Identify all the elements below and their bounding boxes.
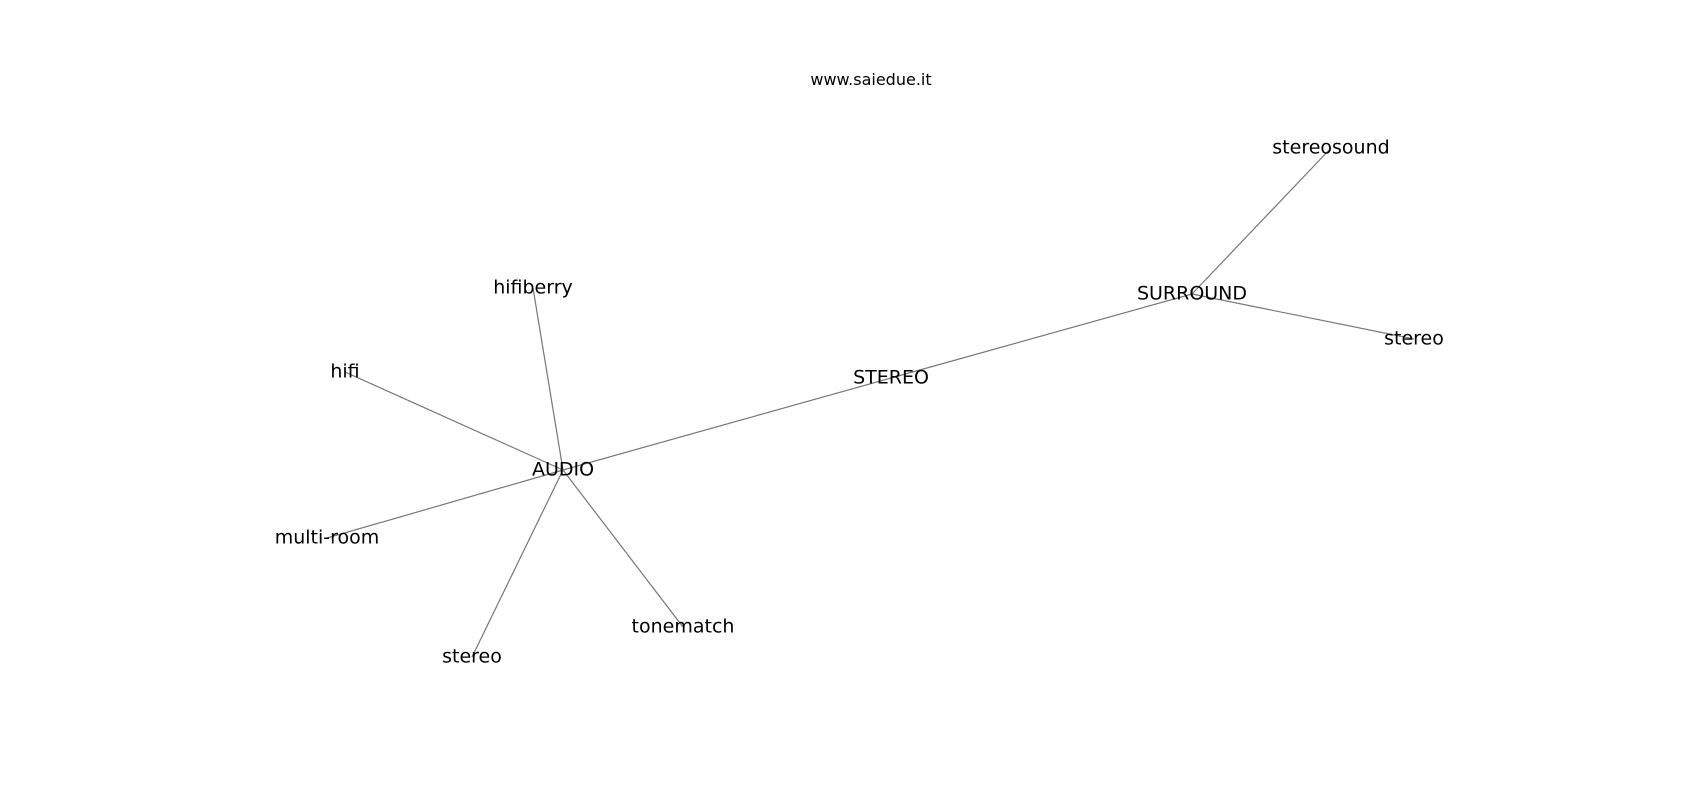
node-label-surround: SURROUND — [1137, 283, 1247, 305]
edge-audio-tonematch — [562, 469, 684, 628]
edge-stereo_hub-surround — [890, 293, 1193, 379]
node-label-tonematch: tonematch — [632, 616, 735, 638]
node-label-hifiberry: hifiberry — [493, 277, 573, 299]
node-label-hifi: hifi — [330, 361, 359, 383]
node-label-multi-room: multi-room — [275, 527, 380, 549]
nodes-group: AUDIO STEREO SURROUND hifiberry hifi multi-ro… — [275, 137, 1444, 668]
edge-audio-multi_room — [326, 469, 564, 539]
site-title: www.saiedue.it — [810, 70, 932, 89]
node-label-audio: AUDIO — [532, 459, 594, 481]
node-label-stereo-audio: stereo — [442, 646, 502, 668]
edges-group — [326, 147, 1415, 658]
edge-audio-hifiberry — [532, 287, 564, 471]
edge-audio-stereo_hub — [562, 377, 892, 471]
node-label-stereosound: stereosound — [1272, 137, 1389, 159]
edge-audio-hifi — [344, 371, 564, 471]
edge-surround-stereosound — [1191, 147, 1332, 295]
node-label-stereo-hub: STEREO — [853, 367, 929, 389]
edge-surround-stereo_surround — [1191, 293, 1415, 340]
node-label-stereo-surround: stereo — [1384, 328, 1444, 350]
edge-audio-stereo_audio — [471, 469, 564, 658]
